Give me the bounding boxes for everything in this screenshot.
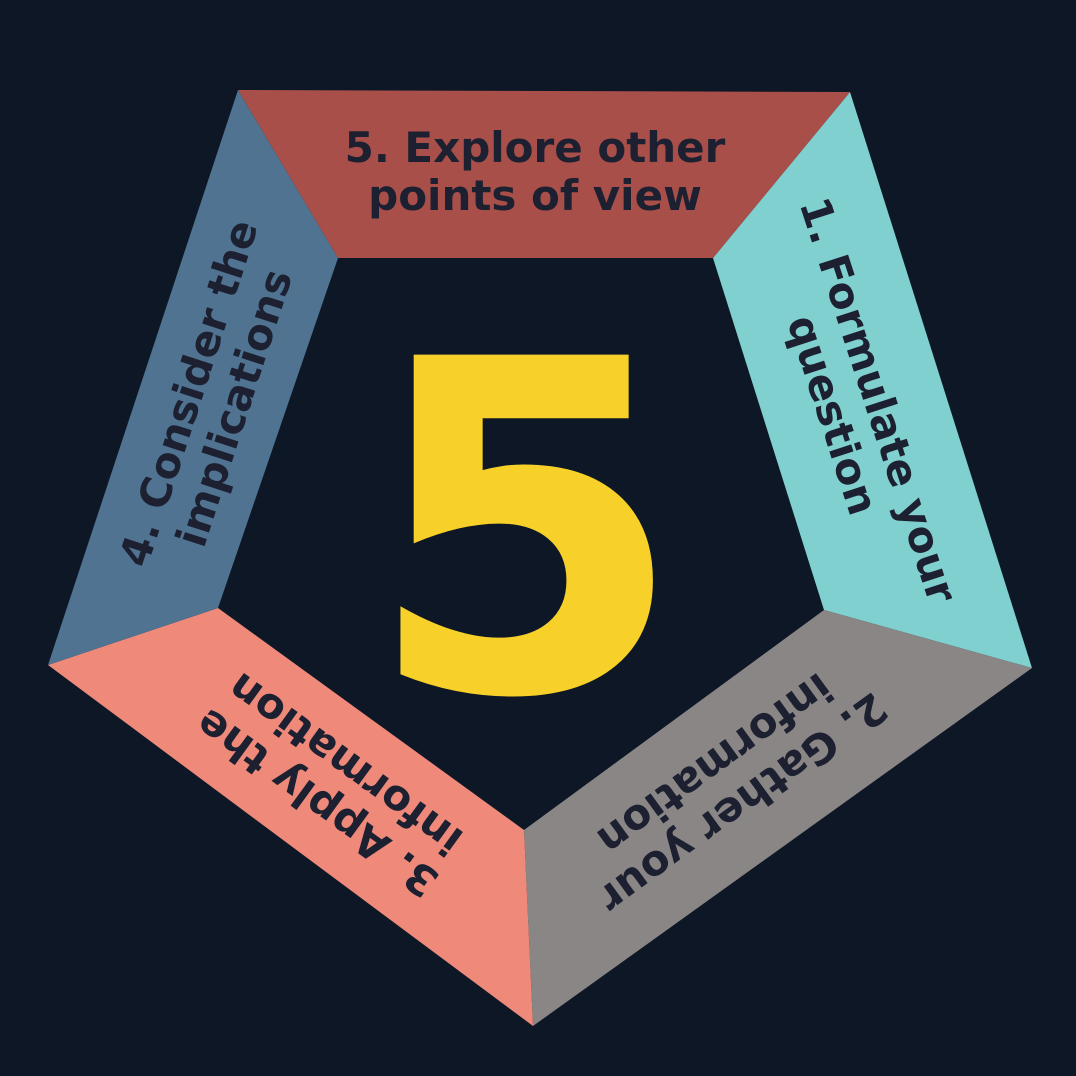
segment-2 [524,610,1032,1026]
segment-1 [713,92,1032,668]
svg-text:points of view: points of view [368,171,702,220]
center-number: 5 [365,264,685,799]
segment-5 [238,90,850,258]
svg-text:5. Explore other: 5. Explore other [345,123,726,172]
segment-5-label: 5. Explore other points of view [345,123,726,220]
segment-3 [48,608,533,1026]
segment-4 [48,90,338,665]
